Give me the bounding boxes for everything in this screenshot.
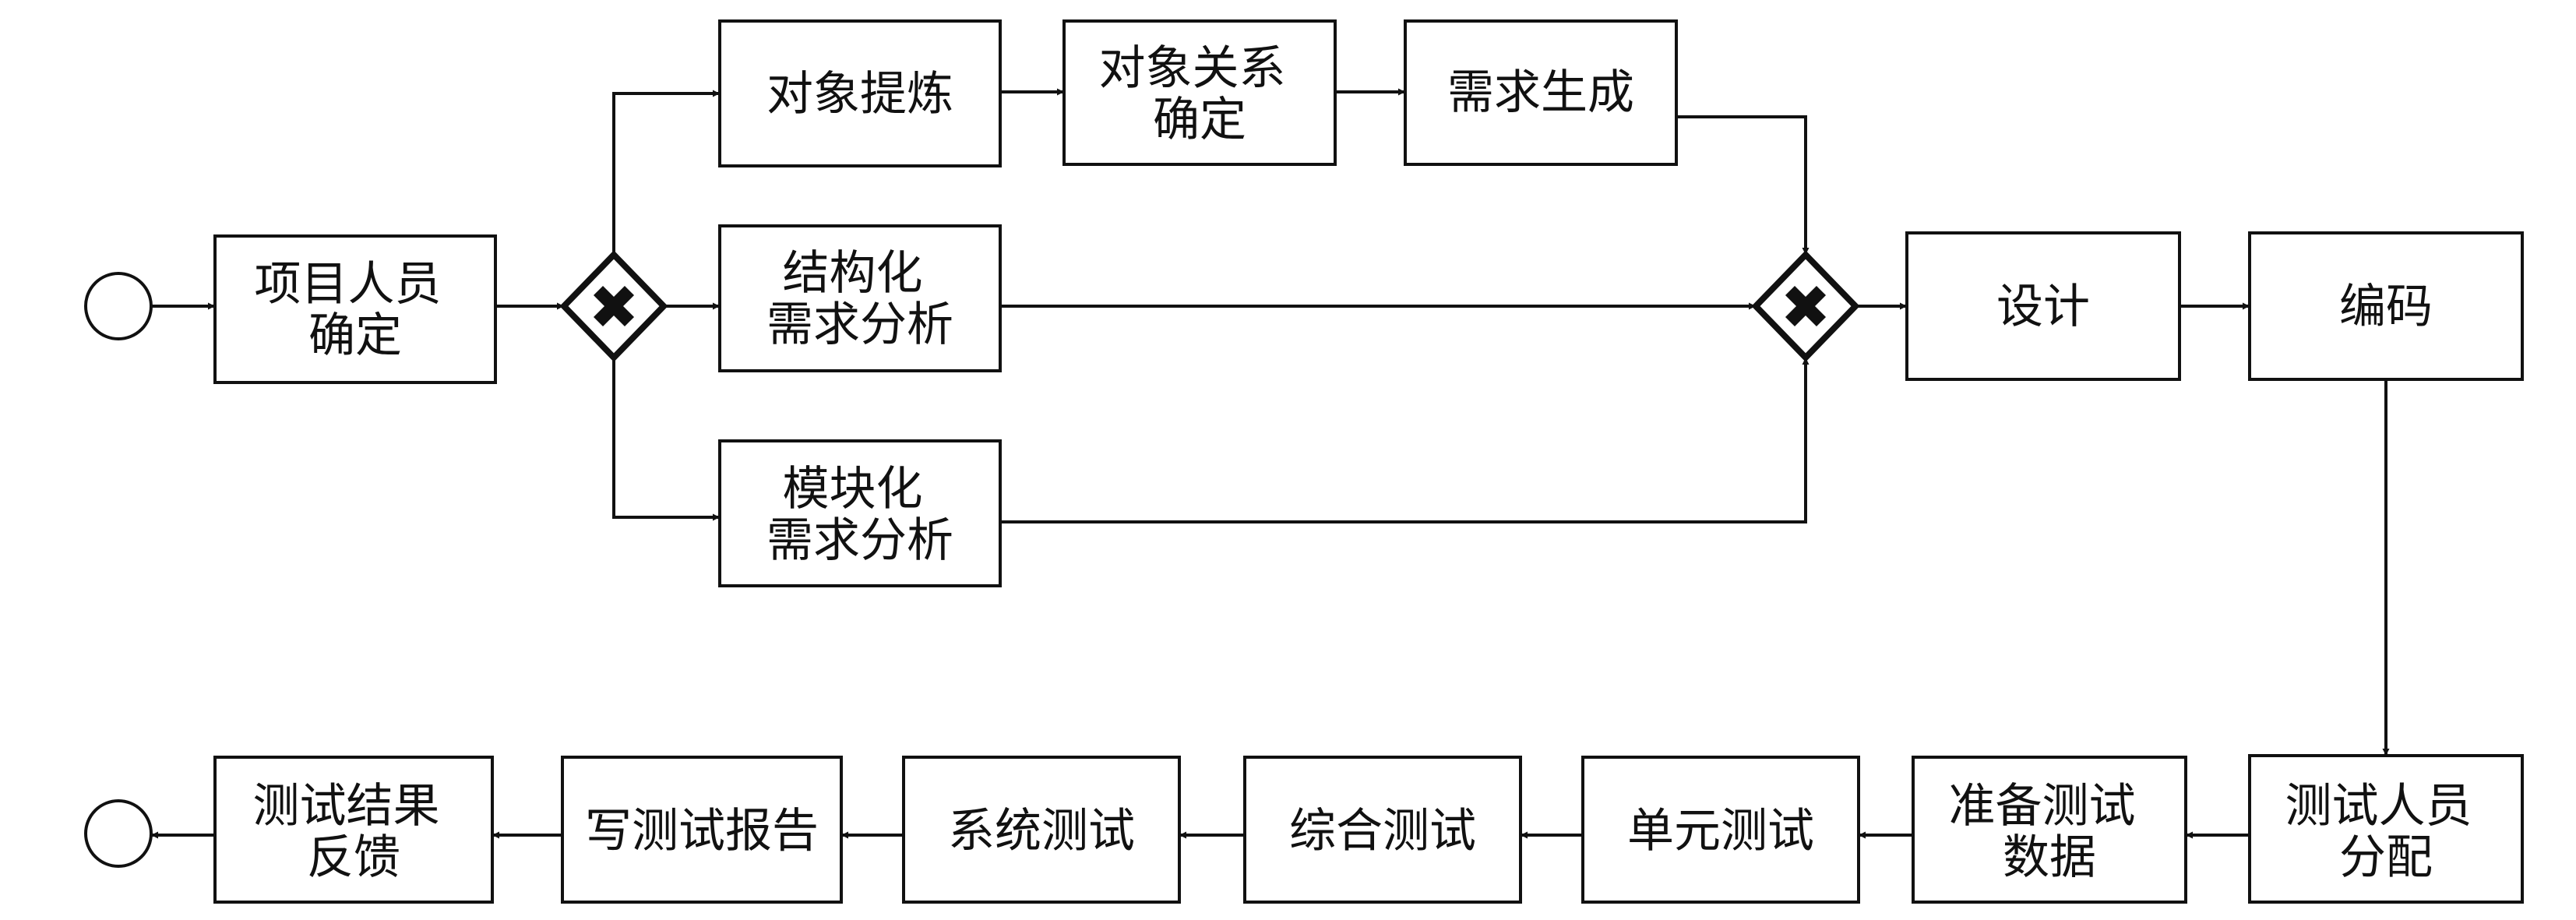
task-module-analysis: 模块化 需求分析 (718, 439, 1002, 587)
flow-split-to-module-analysis (612, 358, 720, 521)
svg-text:模块化 需求分析: 模块化 需求分析 (766, 462, 953, 568)
task-obj-relation-line1: 对象关系 (1098, 41, 1285, 96)
task-design: 设计 (1905, 231, 2181, 381)
end-event (84, 799, 153, 868)
merge-exclusive-gateway (1751, 250, 1860, 362)
task-tester-assign: 测试人员 分配 (2248, 754, 2524, 904)
task-integration-test-label: 综合测试 (1289, 804, 1476, 858)
task-module-analysis-line1: 模块化 (782, 462, 922, 516)
task-struct-analysis-line2: 需求分析 (766, 298, 953, 352)
flow-split-to-obj-extract (612, 90, 720, 255)
task-struct-analysis: 结构化 需求分析 (718, 224, 1002, 372)
task-obj-relation: 对象关系 确定 (1062, 19, 1337, 166)
task-feedback-line2: 反馈 (307, 830, 400, 885)
task-module-analysis-line2: 需求分析 (766, 513, 953, 568)
task-write-report: 写测试报告 (561, 756, 843, 904)
task-coding-label: 编码 (2339, 280, 2433, 334)
task-test-data-line2: 数据 (2003, 830, 2096, 885)
task-test-data: 准备测试 数据 (1912, 756, 2187, 904)
svg-text:测试结果 反馈: 测试结果 反馈 (252, 779, 454, 885)
task-design-label: 设计 (1996, 280, 2090, 334)
task-req-gen: 需求生成 (1404, 19, 1678, 166)
task-obj-extract-label: 对象提炼 (766, 67, 953, 122)
task-feedback-line1: 测试结果 (252, 779, 439, 834)
task-req-gen-label: 需求生成 (1447, 65, 1634, 120)
svg-text:项目人员 确定: 项目人员 确定 (254, 257, 456, 363)
flow-req-gen-to-merge (1676, 115, 1810, 255)
task-tester-assign-line1: 测试人员 (2285, 779, 2472, 834)
task-system-test-label: 系统测试 (948, 804, 1135, 858)
task-tester-assign-line2: 分配 (2339, 830, 2433, 885)
svg-text:准备测试 数据: 准备测试 数据 (1948, 779, 2150, 885)
task-personnel-line2: 确定 (308, 308, 402, 363)
task-integration-test: 综合测试 (1243, 756, 1522, 904)
split-exclusive-gateway (559, 250, 668, 362)
task-system-test: 系统测试 (902, 756, 1181, 904)
task-obj-extract: 对象提炼 (718, 19, 1002, 167)
task-feedback: 测试结果 反馈 (213, 756, 494, 904)
task-personnel-line1: 项目人员 (254, 257, 441, 312)
task-unit-test: 单元测试 (1581, 756, 1860, 904)
start-event (84, 272, 153, 340)
task-test-data-line1: 准备测试 (1948, 779, 2135, 834)
svg-text:测试人员 分配: 测试人员 分配 (2285, 779, 2486, 885)
task-coding: 编码 (2248, 231, 2524, 381)
task-obj-relation-line2: 确定 (1153, 93, 1246, 147)
task-unit-test-label: 单元测试 (1627, 804, 1814, 858)
task-personnel: 项目人员 确定 (213, 234, 497, 384)
flow-module-analysis-to-merge (1000, 358, 1810, 523)
task-struct-analysis-line1: 结构化 (782, 246, 922, 301)
task-write-report-label: 写测试报告 (585, 804, 819, 858)
svg-text:结构化 需求分析: 结构化 需求分析 (766, 246, 953, 352)
svg-text:对象关系 确定: 对象关系 确定 (1098, 41, 1300, 147)
